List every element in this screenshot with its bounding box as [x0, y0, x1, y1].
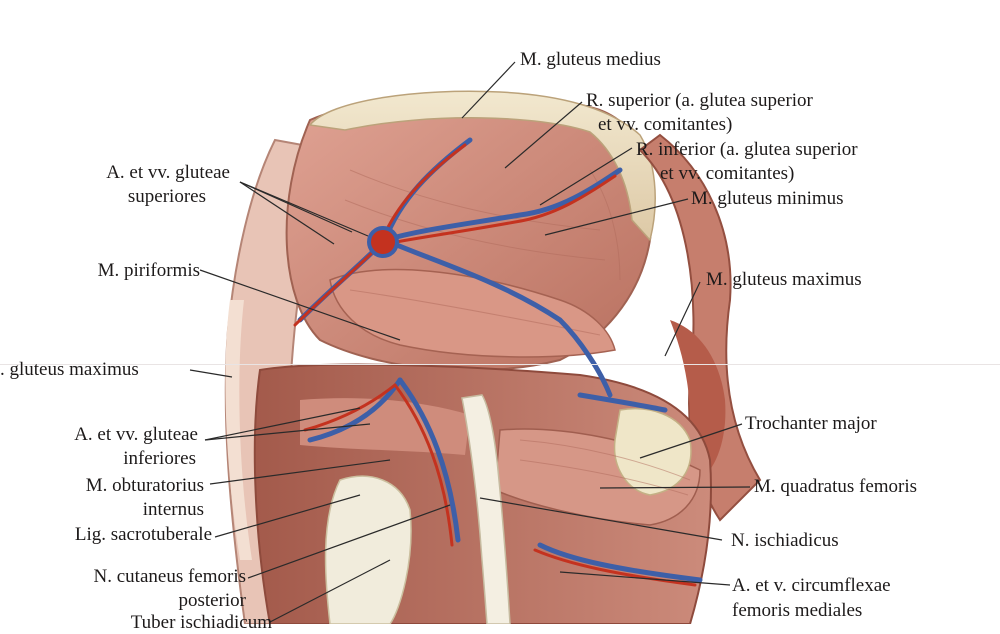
label-r-superior-cont: et vv. comitantes): [598, 114, 733, 135]
gluteus-maximus-right-cut: [670, 320, 726, 480]
label-obturatorius-cont: internus: [142, 499, 204, 520]
label-cutaneus-cont: posterior: [178, 590, 246, 611]
label-gluteae-superiores-cont: superiores: [127, 186, 206, 207]
muscle-fibres: [344, 169, 691, 496]
label-r-inferior-cont: et vv. comitantes): [660, 163, 795, 184]
label-gluteus-maximus-left: . gluteus maximus: [0, 359, 139, 380]
label-circumflexae-cont: femoris mediales: [732, 600, 863, 621]
fat-layer-left: [225, 300, 252, 560]
label-gluteus-maximus-right: M. gluteus maximus: [706, 269, 862, 290]
label-gluteus-medius: M. gluteus medius: [520, 49, 661, 70]
label-circumflexae: A. et v. circumflexae: [732, 575, 891, 596]
label-tuber-ischiadicum: Tuber ischiadicum: [130, 612, 272, 633]
leader-lines: [189, 61, 751, 623]
label-r-superior: R. superior (a. glutea superior: [586, 90, 813, 111]
label-r-inferior: R. inferior (a. glutea superior: [636, 139, 858, 160]
sacrotuberous-ligament: [324, 475, 412, 624]
label-gluteus-minimus: M. gluteus minimus: [691, 188, 844, 209]
label-cutaneus: N. cutaneus femoris: [93, 566, 246, 587]
label-trochanter-major: Trochanter major: [745, 413, 877, 434]
label-obturatorius: M. obturatorius: [85, 475, 204, 496]
label-gluteae-inferiores-cont: inferiores: [123, 448, 196, 469]
label-piriformis: M. piriformis: [97, 260, 200, 281]
sciatic-nerve: [461, 394, 511, 624]
label-ischiadicus: N. ischiadicus: [731, 530, 839, 551]
gluteus-maximus-right-flap: [638, 133, 762, 522]
scan-seam: [0, 364, 1000, 365]
label-quadratus-femoris: M. quadratus femoris: [754, 476, 918, 497]
label-gluteae-superiores: A. et vv. glutеae: [106, 162, 230, 183]
piriformis-muscle: [329, 268, 616, 358]
label-sacrotuberale: Lig. sacrotuberale: [74, 524, 212, 545]
gluteal-superior-vessel-hub: [367, 226, 399, 258]
iliac-crest-tendon: [308, 90, 656, 242]
label-gluteae-inferiores: A. et vv. gluteae: [74, 424, 198, 445]
